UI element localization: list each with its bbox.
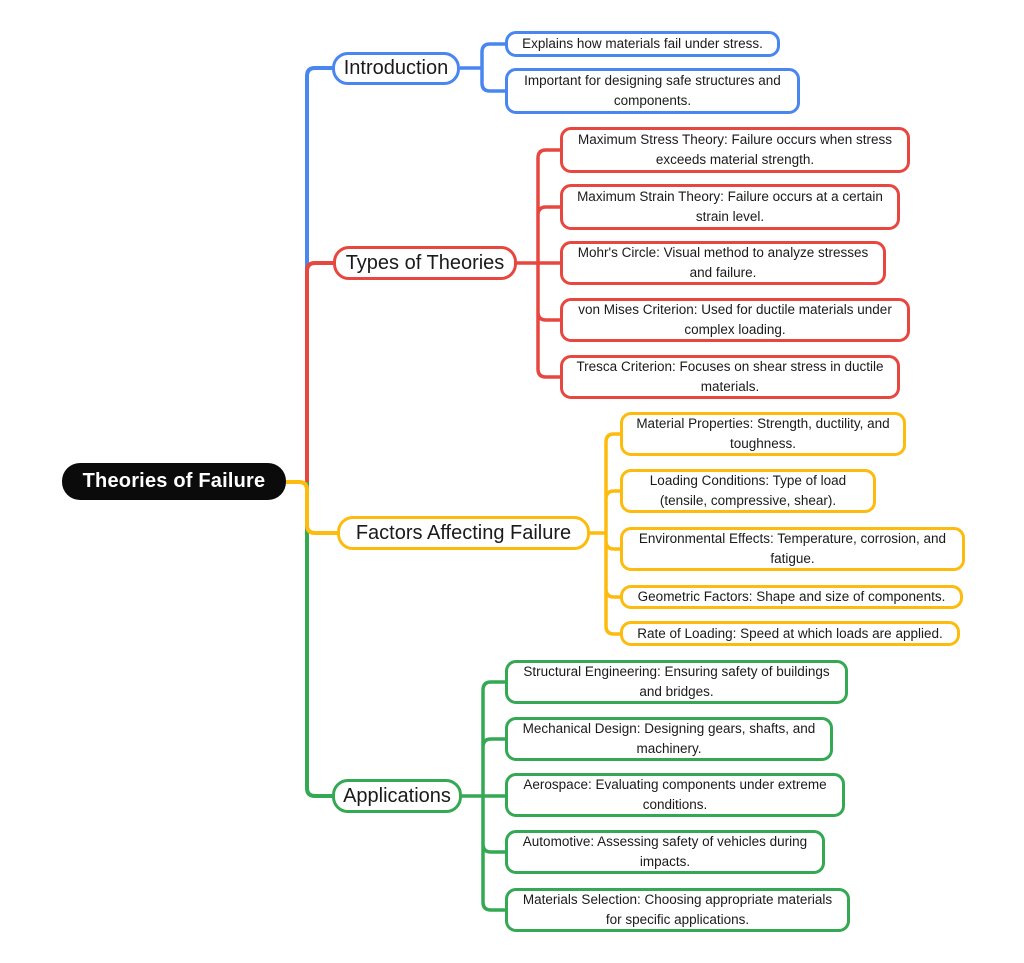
leaf-factors-2[interactable]: Loading Conditions: Type of load (tensil… xyxy=(620,469,876,513)
leaf-factors-1[interactable]: Material Properties: Strength, ductility… xyxy=(620,412,906,456)
leaf-types-2[interactable]: Maximum Strain Theory: Failure occurs at… xyxy=(560,184,900,230)
leaf-text: Environmental Effects: Temperature, corr… xyxy=(638,531,947,566)
leaf-applications-1[interactable]: Structural Engineering: Ensuring safety … xyxy=(505,660,848,704)
leaf-text: Materials Selection: Choosing appropriat… xyxy=(522,892,833,927)
leaf-text: Material Properties: Strength, ductility… xyxy=(636,416,890,451)
leaf-text: Aerospace: Evaluating components under e… xyxy=(523,777,827,812)
subtree-introduction xyxy=(460,42,506,93)
subtree-factors xyxy=(590,432,621,636)
leaf-text: Tresca Criterion: Focuses on shear stres… xyxy=(576,359,884,394)
subtree-types xyxy=(517,148,561,379)
leaf-types-4[interactable]: von Mises Criterion: Used for ductile ma… xyxy=(560,298,910,342)
branch-label: Applications xyxy=(343,784,451,807)
trunk-types xyxy=(305,261,334,482)
leaf-applications-2[interactable]: Mechanical Design: Designing gears, shaf… xyxy=(505,717,833,761)
leaf-text: Structural Engineering: Ensuring safety … xyxy=(523,664,830,699)
branch-label: Factors Affecting Failure xyxy=(355,521,572,544)
leaf-text: Loading Conditions: Type of load (tensil… xyxy=(649,473,847,508)
leaf-applications-5[interactable]: Materials Selection: Choosing appropriat… xyxy=(505,888,850,932)
leaf-introduction-1[interactable]: Explains how materials fail under stress… xyxy=(505,31,780,57)
branch-introduction[interactable]: Introduction xyxy=(332,52,460,85)
leaf-text: Mohr's Circle: Visual method to analyze … xyxy=(577,245,869,280)
leaf-types-3[interactable]: Mohr's Circle: Visual method to analyze … xyxy=(560,241,886,285)
subtree-applications xyxy=(462,680,506,912)
branch-label: Types of Theories xyxy=(345,251,505,274)
leaf-text: Rate of Loading: Speed at which loads ar… xyxy=(637,625,943,641)
branch-applications[interactable]: Applications xyxy=(332,779,462,813)
root-label: Theories of Failure xyxy=(82,470,266,492)
leaf-factors-4[interactable]: Geometric Factors: Shape and size of com… xyxy=(620,585,963,609)
trunk-applications xyxy=(305,482,333,798)
trunk-factors xyxy=(286,480,338,535)
leaf-factors-5[interactable]: Rate of Loading: Speed at which loads ar… xyxy=(620,621,960,646)
leaf-applications-4[interactable]: Automotive: Assessing safety of vehicles… xyxy=(505,830,825,874)
branch-types-of-theories[interactable]: Types of Theories xyxy=(333,246,517,280)
leaf-text: Automotive: Assessing safety of vehicles… xyxy=(522,834,808,869)
leaf-types-1[interactable]: Maximum Stress Theory: Failure occurs wh… xyxy=(560,127,910,173)
leaf-types-5[interactable]: Tresca Criterion: Focuses on shear stres… xyxy=(560,355,900,399)
trunk-introduction xyxy=(305,66,333,482)
branch-factors-affecting-failure[interactable]: Factors Affecting Failure xyxy=(337,516,590,550)
branch-label: Introduction xyxy=(343,57,449,79)
leaf-text: Maximum Stress Theory: Failure occurs wh… xyxy=(577,132,893,167)
leaf-text: Maximum Strain Theory: Failure occurs at… xyxy=(577,189,883,224)
leaf-text: Explains how materials fail under stress… xyxy=(522,36,763,52)
leaf-text: von Mises Criterion: Used for ductile ma… xyxy=(578,302,892,337)
leaf-applications-3[interactable]: Aerospace: Evaluating components under e… xyxy=(505,773,845,817)
leaf-text: Important for designing safe structures … xyxy=(524,73,781,108)
leaf-factors-3[interactable]: Environmental Effects: Temperature, corr… xyxy=(620,527,965,571)
leaf-text: Mechanical Design: Designing gears, shaf… xyxy=(522,721,816,756)
leaf-introduction-2[interactable]: Important for designing safe structures … xyxy=(505,68,800,114)
leaf-text: Geometric Factors: Shape and size of com… xyxy=(637,589,946,605)
root-node[interactable]: Theories of Failure xyxy=(62,463,286,500)
